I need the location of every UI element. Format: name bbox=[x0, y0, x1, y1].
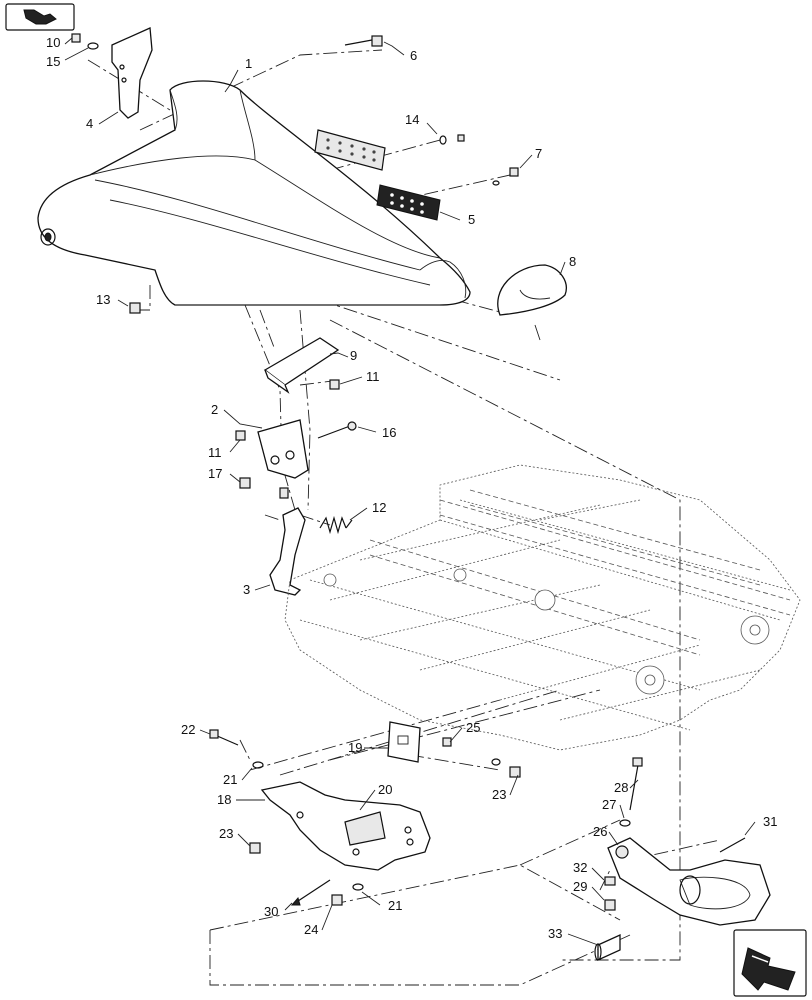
callout-13: 13 bbox=[96, 292, 110, 307]
callout-12: 12 bbox=[372, 500, 386, 515]
callout-22: 22 bbox=[181, 722, 195, 737]
nose-cap bbox=[497, 264, 567, 341]
callout-4: 4 bbox=[86, 116, 93, 131]
side-bracket bbox=[111, 27, 153, 119]
next-view-arrow-icon bbox=[733, 929, 807, 997]
callout-10: 10 bbox=[46, 35, 60, 50]
callout-23a: 23 bbox=[492, 787, 506, 802]
assembly-view-icon bbox=[5, 3, 75, 31]
wear-plates bbox=[314, 129, 441, 221]
callout-18: 18 bbox=[217, 792, 231, 807]
callout-25: 25 bbox=[466, 720, 480, 735]
callout-23b: 23 bbox=[219, 826, 233, 841]
callout-26: 26 bbox=[593, 824, 607, 839]
callout-labels: 10 15 4 1 6 14 7 5 8 13 9 11 2 16 11 17 … bbox=[46, 35, 777, 941]
callout-7: 7 bbox=[535, 146, 542, 161]
callout-31: 29 bbox=[573, 879, 587, 894]
callout-32: 32 bbox=[573, 860, 587, 875]
callout-3: 3 bbox=[243, 582, 250, 597]
callout-33: 33 bbox=[548, 926, 562, 941]
callout-9: 9 bbox=[350, 348, 357, 363]
callout-21a: 21 bbox=[223, 772, 237, 787]
callout-29: 30 bbox=[264, 904, 278, 919]
callout-11a: 11 bbox=[366, 369, 380, 384]
hitch-assembly bbox=[607, 837, 771, 926]
fasteners bbox=[71, 33, 746, 962]
callout-20: 20 bbox=[378, 782, 392, 797]
callout-2: 2 bbox=[211, 402, 218, 417]
callout-30: 31 bbox=[763, 814, 777, 829]
callout-17: 17 bbox=[208, 466, 222, 481]
callout-1: 1 bbox=[245, 56, 252, 71]
callout-16: 16 bbox=[382, 425, 396, 440]
machine-frame bbox=[284, 464, 801, 751]
callout-6: 6 bbox=[410, 48, 417, 63]
callout-21b: 21 bbox=[388, 898, 402, 913]
callout-27: 27 bbox=[602, 797, 616, 812]
callout-8: 8 bbox=[569, 254, 576, 269]
cone-hood bbox=[37, 80, 471, 306]
callout-14: 14 bbox=[405, 112, 419, 127]
callout-19: 19 bbox=[348, 740, 362, 755]
callout-11b: 11 bbox=[208, 445, 222, 460]
callout-15: 15 bbox=[46, 54, 60, 69]
callout-5: 5 bbox=[468, 212, 475, 227]
callout-28: 28 bbox=[614, 780, 628, 795]
callout-24: 24 bbox=[304, 922, 318, 937]
leader-lines bbox=[64, 37, 756, 946]
